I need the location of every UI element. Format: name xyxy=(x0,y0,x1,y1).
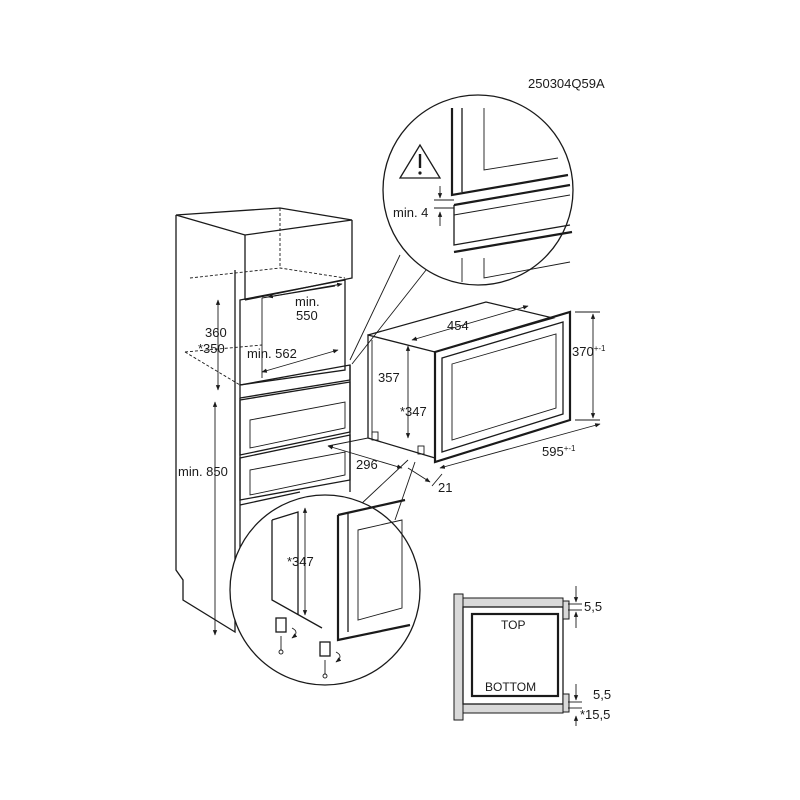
niche-height-label: 360 xyxy=(205,325,227,340)
frame-section: TOP BOTTOM 5,5 5,5 *15,5 xyxy=(453,586,611,726)
cabinet-dimensions: min. 550 360 *350 min. 562 min. 850 xyxy=(178,282,343,636)
depth-label: 296 xyxy=(356,457,378,472)
niche-height-alt-label: *350 xyxy=(198,341,225,356)
gap-label: min. 4 xyxy=(393,205,428,220)
bottom-gap-label: 5,5 xyxy=(593,687,611,702)
front-depth-label: 21 xyxy=(438,480,452,495)
frame-width-label: 595+-1 xyxy=(542,444,576,459)
niche-width-label: min. xyxy=(295,294,320,309)
top-gap-label: 5,5 xyxy=(584,599,602,614)
niche-depth-label: min. 562 xyxy=(247,346,297,361)
top-label: TOP xyxy=(501,618,525,632)
floor-height-label: min. 850 xyxy=(178,464,228,479)
bottom-gap-alt-label: *15,5 xyxy=(580,707,610,722)
warning-icon xyxy=(398,143,442,179)
appliance-dimensions: 454 370+-1 357 *347 595+-1 296 21 xyxy=(327,305,606,495)
top-detail: min. 4 xyxy=(349,94,574,365)
inner-height-alt-label: *347 xyxy=(400,404,427,419)
drawing-code: 250304Q59A xyxy=(528,76,605,91)
height-label: 370+-1 xyxy=(572,344,606,359)
width-label: 454 xyxy=(447,318,469,333)
inner-height-label: 357 xyxy=(378,370,400,385)
bottom-detail: *347 xyxy=(229,459,421,686)
niche-width-value: 550 xyxy=(296,308,318,323)
detail-height-label: *347 xyxy=(287,554,314,569)
bottom-label: BOTTOM xyxy=(485,680,536,694)
